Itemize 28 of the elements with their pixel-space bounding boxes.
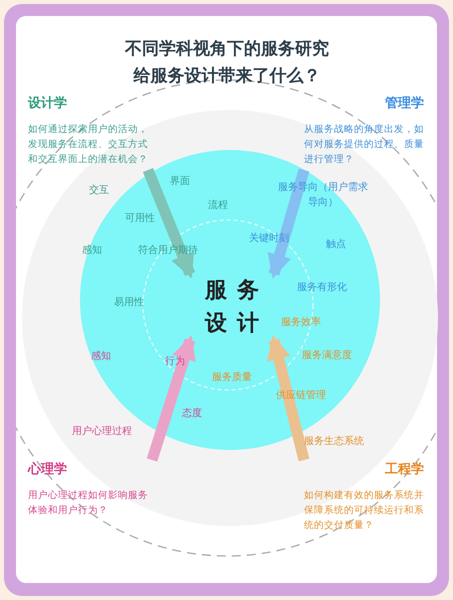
keyword-label: 用户心理过程 — [72, 424, 132, 438]
title: 不同学科视角下的服务研究给服务设计带来了什么？ — [124, 38, 330, 88]
discipline-heading: 工程学 — [384, 461, 424, 478]
keyword-label: 流程 — [208, 198, 228, 212]
keyword-label: 服务有形化 — [297, 281, 347, 294]
keyword-label: 感知 — [91, 350, 111, 363]
discipline-heading: 管理学 — [384, 95, 424, 112]
keyword-label: 态度 — [182, 406, 202, 420]
arrow — [268, 168, 310, 279]
discipline-question: 如何通过探索用户的活动，发现服务在流程、交互方式和交互界面上的潜在机会？ — [28, 123, 148, 167]
keyword-label: 服务满意度 — [302, 348, 352, 362]
discipline-question: 从服务战略的角度出发，如何对服务提供的过程、质量进行管理？ — [304, 123, 424, 167]
keyword-label: 触点 — [326, 238, 346, 251]
keyword-label: 关键时刻 — [249, 232, 289, 245]
keyword-label: 界面 — [170, 175, 190, 188]
keyword-label: 可用性 — [125, 212, 155, 225]
center-title: 服务设计 — [204, 277, 270, 338]
discipline-question: 如何构建有效的服务系统并保障系统的可持续运行和系统的交付质量？ — [304, 489, 424, 533]
keyword-label: 易用性 — [114, 296, 144, 309]
discipline-question: 用户心理过程如何影响服务体验和用户行为？ — [28, 489, 149, 518]
keyword-label: 服务效率 — [281, 316, 321, 329]
discipline-heading: 设计学 — [28, 95, 68, 112]
keyword-label: 交互 — [89, 184, 109, 197]
keyword-label: 服务质量 — [212, 370, 252, 384]
keyword-label: 服务导向（用户需求导向） — [277, 180, 369, 210]
discipline-heading: 心理学 — [28, 460, 68, 478]
arrow — [142, 168, 196, 278]
keyword-label: 服务生态系统 — [304, 434, 364, 448]
